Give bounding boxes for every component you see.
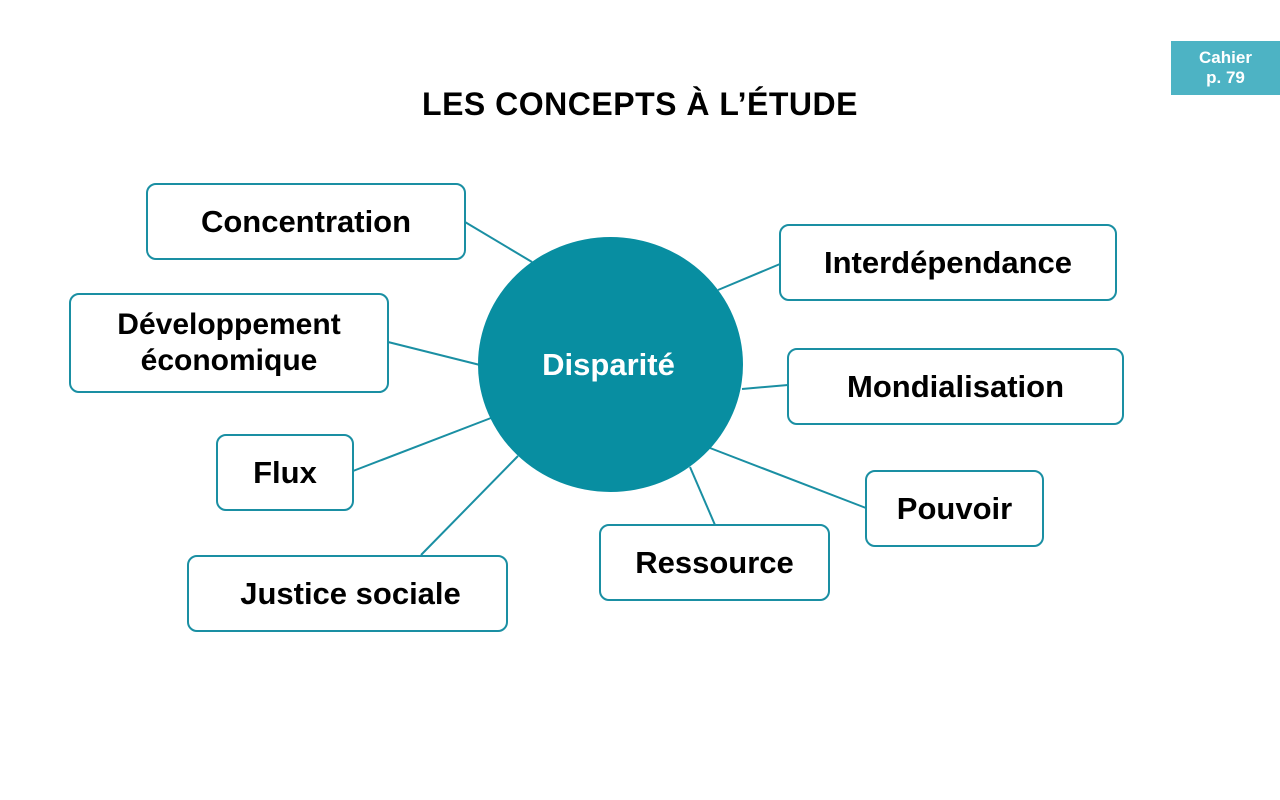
link-justice-sociale (420, 455, 519, 556)
concept-label: Développement économique (117, 307, 340, 379)
concept-label: Justice sociale (240, 575, 461, 611)
concept-label: Pouvoir (896, 490, 1013, 526)
concept-label-line1: Développement (117, 308, 341, 341)
concept-flux: Flux (216, 434, 354, 511)
link-pouvoir (709, 447, 867, 509)
concept-interdependance: Interdépendance (779, 224, 1117, 301)
central-concept-disparite: Disparité (478, 237, 743, 492)
concept-concentration: Concentration (146, 183, 466, 260)
concept-label: Interdépendance (823, 244, 1073, 280)
concept-label: Concentration (200, 203, 412, 239)
link-flux (352, 417, 492, 472)
page-title: LES CONCEPTS À L’ÉTUDE (422, 86, 858, 122)
concept-developpement-economique: Développement économique (69, 293, 389, 393)
concept-pouvoir: Pouvoir (865, 470, 1044, 547)
concept-label-line2: économique (140, 344, 318, 377)
link-ressource (689, 466, 716, 526)
concept-justice-sociale: Justice sociale (187, 555, 508, 632)
concept-label: Flux (253, 454, 317, 490)
concept-label: Mondialisation (847, 368, 1064, 404)
link-concentration (464, 221, 533, 263)
link-interdependance (717, 263, 781, 291)
concept-mondialisation: Mondialisation (787, 348, 1124, 425)
cahier-page-number: p. 79 (1206, 68, 1245, 87)
central-concept-label: Disparité (542, 346, 675, 382)
concept-ressource: Ressource (599, 524, 830, 601)
link-mondialisation (741, 384, 789, 390)
concept-label: Ressource (635, 544, 794, 580)
link-developpement (387, 341, 481, 366)
cahier-label: Cahier (1199, 48, 1252, 67)
cahier-page-badge[interactable]: Cahier p. 79 (1171, 41, 1280, 95)
